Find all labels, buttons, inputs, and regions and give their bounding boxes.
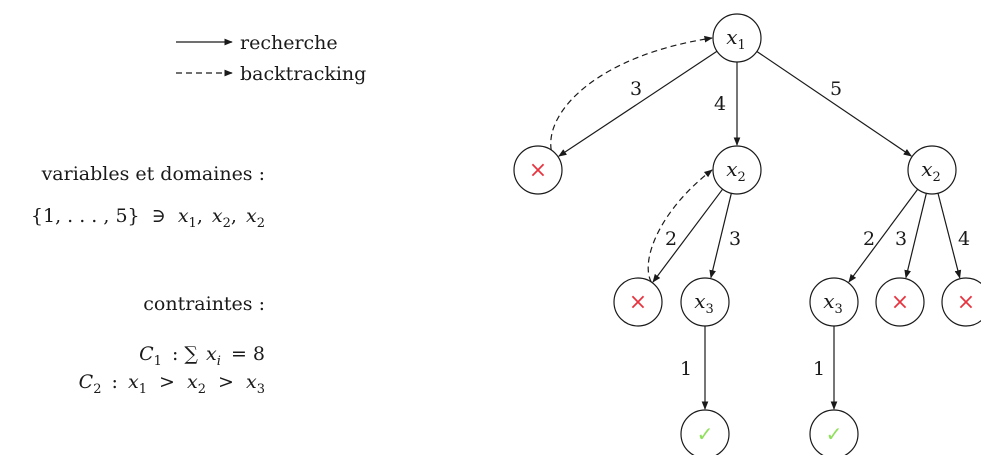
- domain-set: {1, . . . , 5}: [31, 205, 140, 227]
- search-edges: [558, 50, 962, 410]
- node-circle: [712, 145, 762, 195]
- variables-block: variables et domaines : {1, . . . , 5} ∋…: [31, 163, 265, 231]
- node-circle: [680, 277, 730, 327]
- node-fail-a: ×: [513, 145, 563, 195]
- node-circle: [875, 277, 925, 327]
- node-circle: [513, 145, 563, 195]
- edge-label-mid-x3-to-ok-a: 1: [680, 358, 692, 380]
- node-right-x3: x3: [809, 277, 859, 327]
- edge-mid-to-mid-x3: [709, 193, 732, 279]
- node-right: x2: [907, 145, 957, 195]
- node-fail-d: ×: [941, 277, 981, 327]
- legend: recherche backtracking: [176, 32, 366, 85]
- node-circle: [712, 13, 762, 63]
- fail-cross-icon: ×: [891, 290, 909, 315]
- variables-heading: variables et domaines :: [41, 163, 265, 185]
- edge-label-right-to-fail-d: 4: [958, 228, 970, 250]
- node-mid: x2: [712, 145, 762, 195]
- constraints-block: contraintes : C1 : ∑ xi = 8 C2 : x1 > x2…: [79, 293, 265, 398]
- edge-label-right-x3-to-ok-b: 1: [813, 358, 825, 380]
- fail-cross-icon: ×: [957, 290, 975, 315]
- var-x2b-sub: 2: [257, 216, 265, 231]
- edge-right-to-right-x3: [848, 188, 919, 283]
- node-circle: [809, 409, 859, 455]
- var-x2a: x: [212, 205, 223, 227]
- node-fail-c: ×: [875, 277, 925, 327]
- edge-label-mid-to-fail-b: 2: [665, 228, 677, 250]
- node-circle: [680, 409, 730, 455]
- constraints-heading: contraintes :: [143, 293, 265, 315]
- node-ok-a: ✓: [680, 409, 730, 455]
- edge-label-root-to-fail-a: 3: [630, 78, 642, 100]
- edge-root-to-right: [756, 50, 912, 157]
- node-variable-label: x1: [726, 25, 746, 53]
- edge-label-mid-to-mid-x3: 3: [729, 228, 741, 250]
- edge-label-root-to-right: 5: [830, 78, 842, 100]
- success-check-icon: ✓: [826, 422, 843, 446]
- edge-label-root-to-mid: 4: [714, 93, 726, 115]
- node-circle: [809, 277, 859, 327]
- var-x2b: x: [246, 205, 257, 227]
- edge-label-right-to-right-x3: 2: [863, 228, 875, 250]
- node-root: x1: [712, 13, 762, 63]
- node-fail-b: ×: [613, 277, 663, 327]
- constraint-c2: C2 : x1 > x2 > x3: [79, 371, 265, 398]
- success-check-icon: ✓: [697, 422, 714, 446]
- backtrack-fail-b-to-mid: [647, 169, 713, 283]
- node-circle: [941, 277, 981, 327]
- fail-cross-icon: ×: [529, 158, 547, 183]
- variables-domain: {1, . . . , 5} ∋ x1, x2, x2: [31, 205, 265, 231]
- node-variable-label: x3: [694, 289, 714, 317]
- edge-right-to-fail-c: [904, 193, 927, 279]
- fail-cross-icon: ×: [629, 290, 647, 315]
- var-x2a-sub: 2: [223, 216, 231, 231]
- node-variable-label: x2: [921, 157, 941, 185]
- edge-label-right-to-fail-c: 3: [895, 228, 907, 250]
- node-variable-label: x2: [726, 157, 746, 185]
- backtrack-edges: [550, 35, 713, 283]
- var-x1: x: [178, 205, 189, 227]
- membership-symbol: ∋: [152, 205, 166, 227]
- node-circle: [907, 145, 957, 195]
- node-mid-x3: x3: [680, 277, 730, 327]
- var-x1-sub: 1: [189, 216, 197, 231]
- node-variable-label: x3: [823, 289, 843, 317]
- tree-nodes: x1 × x2 x2 × x3 x3 × × ✓ ✓: [513, 13, 981, 455]
- edge-mid-to-fail-b: [652, 188, 724, 283]
- edge-root-to-fail-a: [558, 50, 718, 157]
- node-circle: [613, 277, 663, 327]
- node-ok-b: ✓: [809, 409, 859, 455]
- legend-backtrack-label: backtracking: [240, 63, 366, 85]
- constraint-c1: C1 : ∑ xi = 8: [139, 343, 265, 370]
- edge-right-to-fail-d: [937, 193, 962, 279]
- backtrack-fail-a-to-root: [550, 35, 713, 151]
- legend-search-label: recherche: [240, 32, 338, 54]
